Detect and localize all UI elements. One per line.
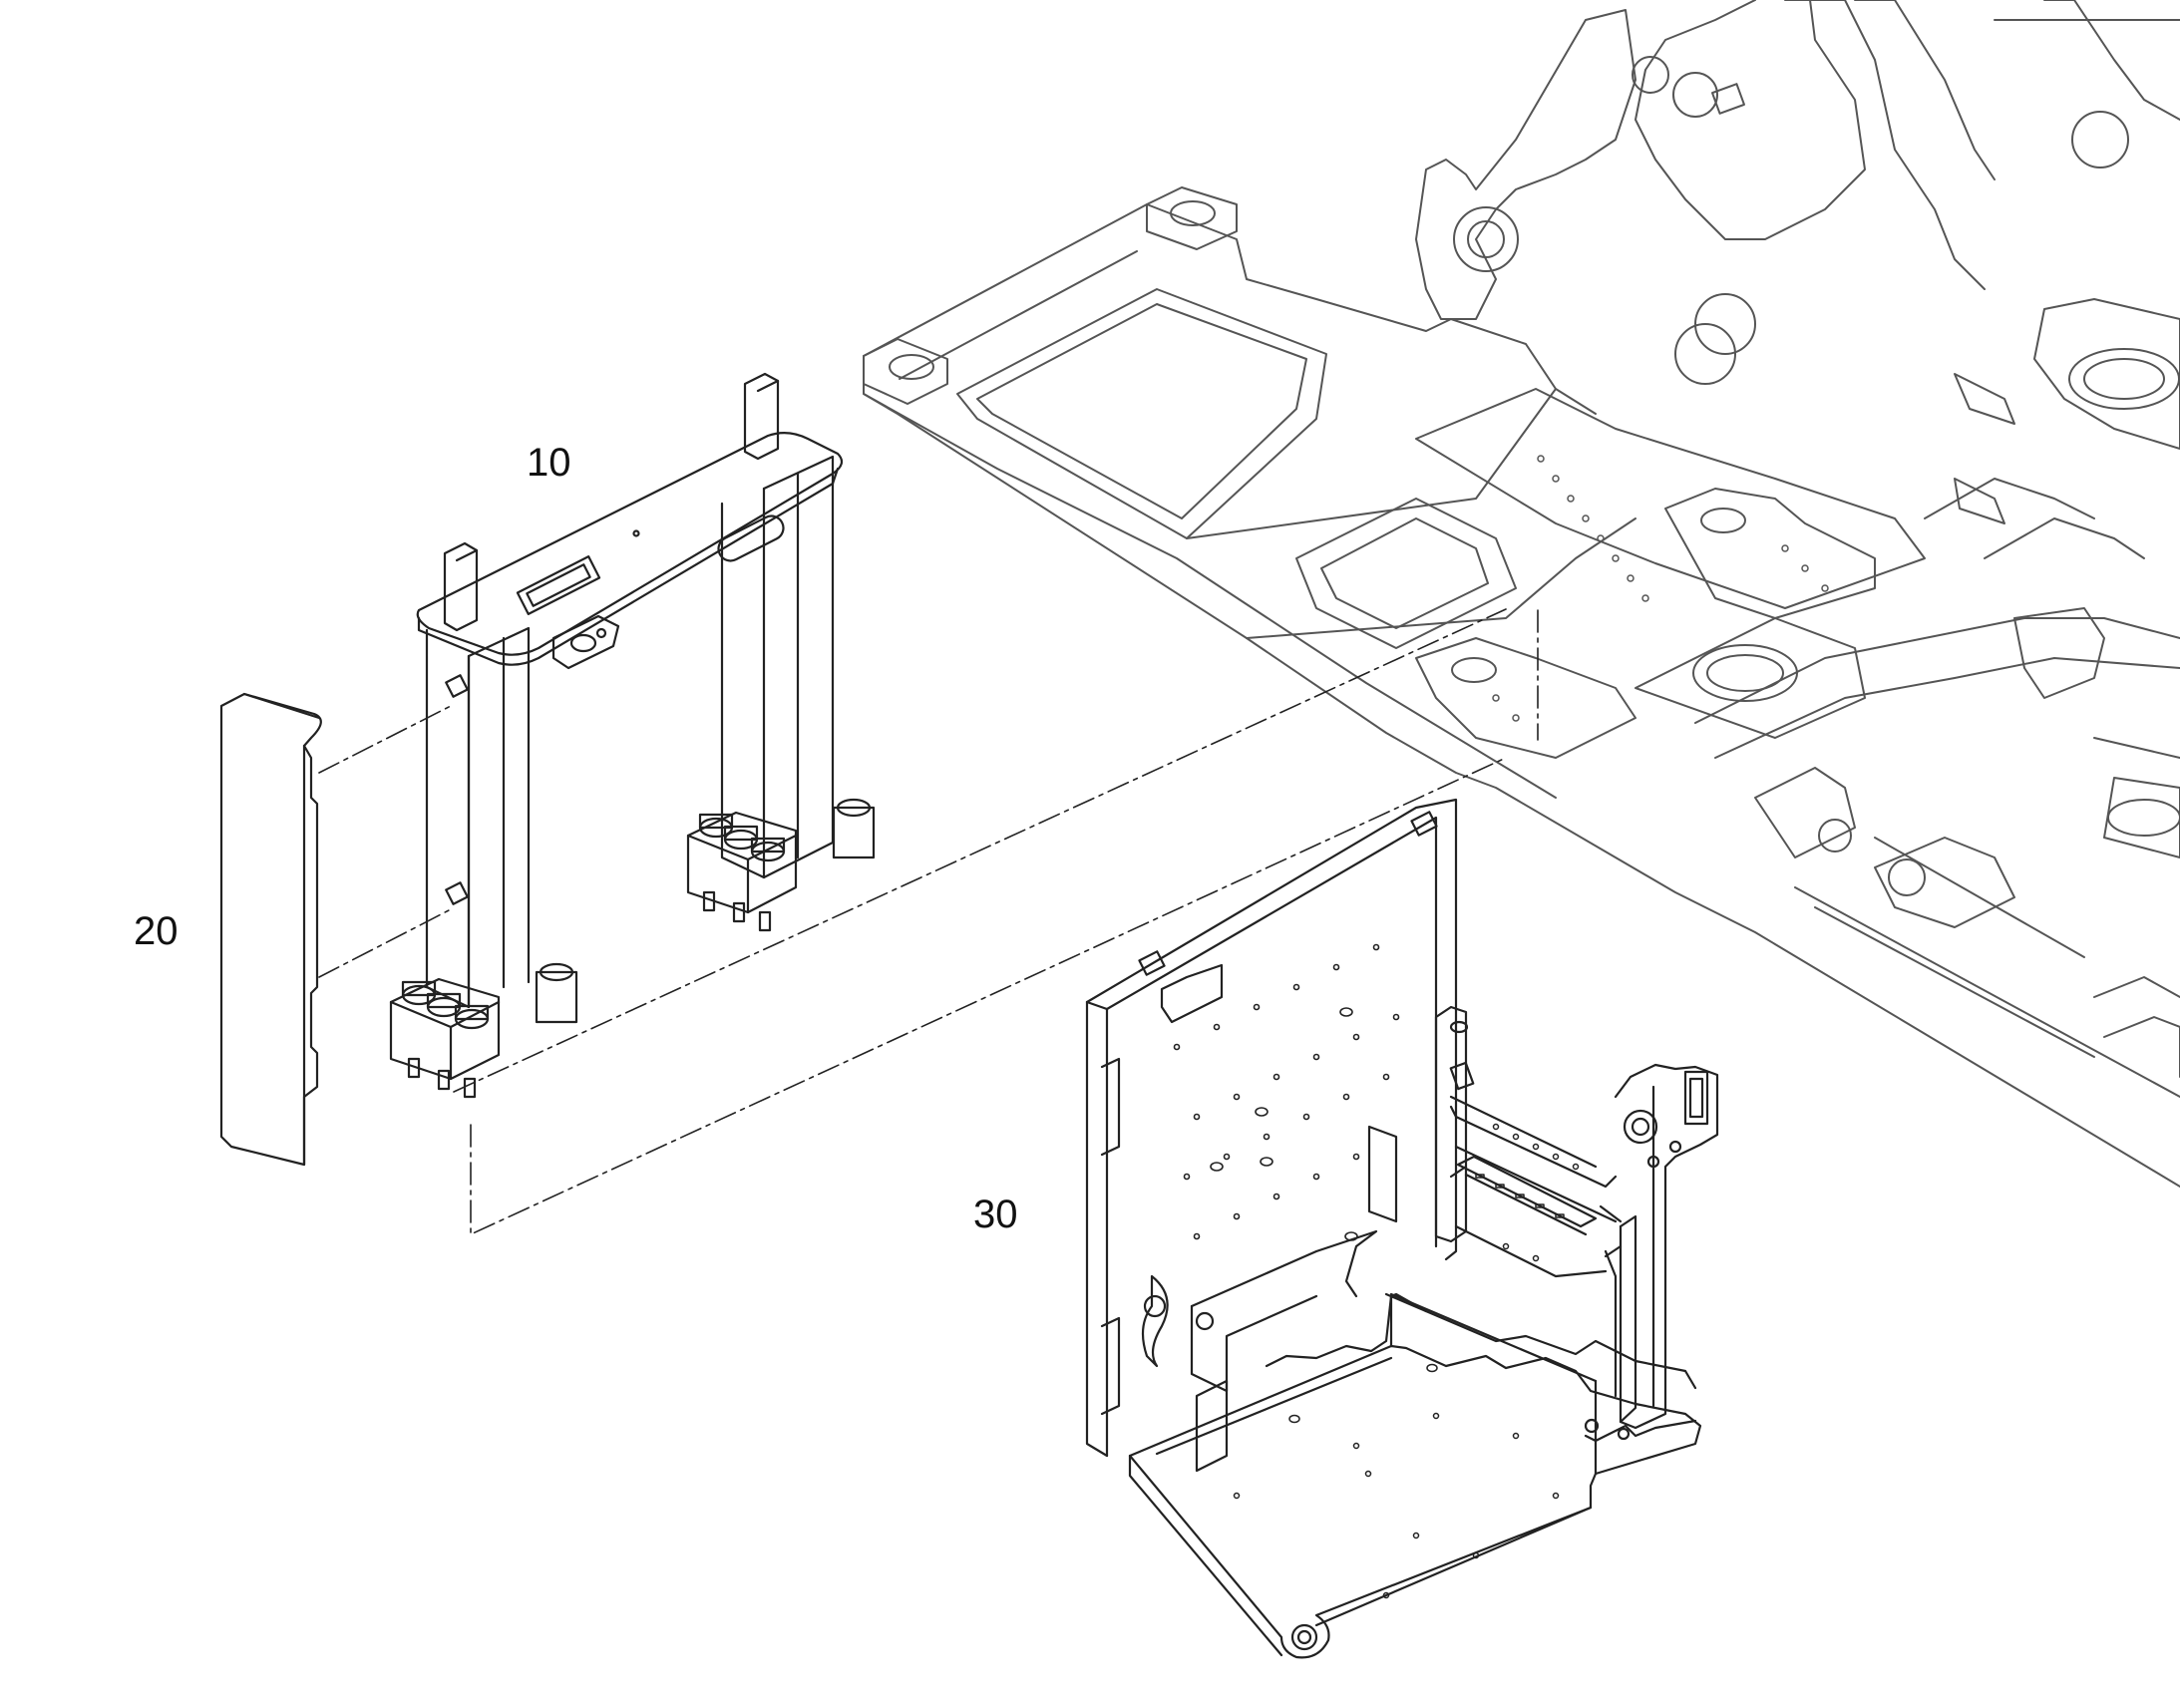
part-10-support-frame xyxy=(389,372,876,1099)
part-20-cover-plate xyxy=(219,692,322,1167)
callout-20: 20 xyxy=(134,909,179,953)
callout-30: 30 xyxy=(973,1193,1018,1236)
callout-10: 10 xyxy=(527,441,571,485)
part-30-battery-tray-bracket xyxy=(1085,798,1719,1659)
upper-frame-chassis xyxy=(863,0,2180,1188)
assembly-leader-lines xyxy=(318,608,1539,1235)
